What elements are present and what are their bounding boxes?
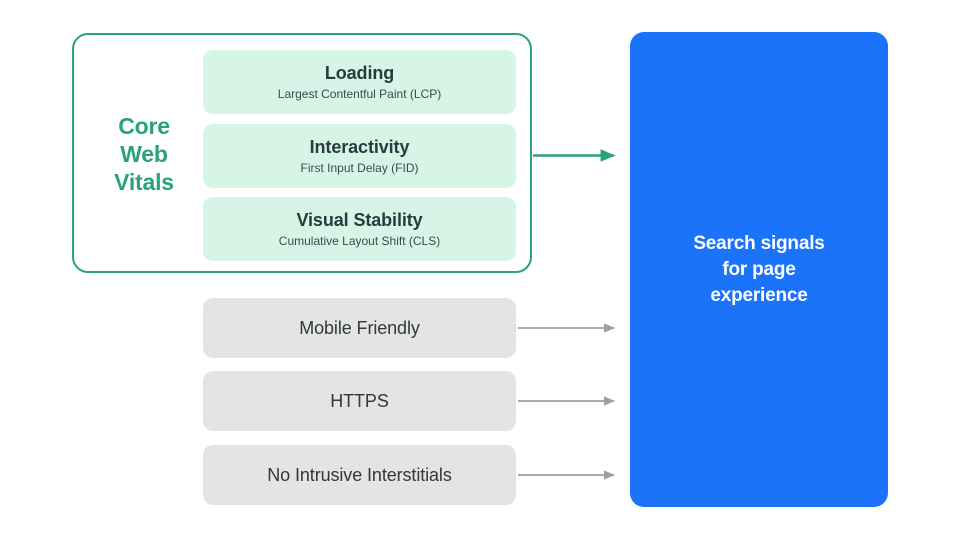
signal-label: Mobile Friendly bbox=[299, 318, 420, 338]
metric-title: Loading bbox=[324, 63, 395, 83]
metric-card-visual-stability: Visual Stability Cumulative Layout Shift… bbox=[203, 197, 516, 261]
search-signals-text: Search signals for page experience bbox=[693, 232, 825, 306]
metric-subtitle: Largest Contentful Paint (LCP) bbox=[277, 87, 442, 101]
metric-subtitle: Cumulative Layout Shift (CLS) bbox=[278, 234, 441, 248]
signal-label: HTTPS bbox=[330, 391, 389, 411]
metric-card-loading: Loading Largest Contentful Paint (LCP) bbox=[203, 50, 516, 114]
core-web-vitals-label-line-1: Core bbox=[118, 113, 170, 139]
search-signals-box: Search signals for page experience bbox=[630, 32, 888, 507]
signal-label: No Intrusive Interstitials bbox=[267, 465, 452, 485]
metric-title: Visual Stability bbox=[296, 210, 423, 230]
metric-title: Interactivity bbox=[309, 137, 410, 157]
metric-subtitle: First Input Delay (FID) bbox=[300, 161, 419, 175]
core-web-vitals-label-line-3: Vitals bbox=[114, 169, 174, 195]
core-web-vitals-group bbox=[72, 33, 532, 273]
signal-card-mobile-friendly: Mobile Friendly bbox=[203, 298, 516, 358]
signal-card-no-intrusive-interstitials: No Intrusive Interstitials bbox=[203, 445, 516, 505]
metric-card-interactivity: Interactivity First Input Delay (FID) bbox=[203, 124, 516, 188]
core-web-vitals-label: Core Web Vitals bbox=[96, 112, 192, 196]
core-web-vitals-label-line-2: Web bbox=[120, 141, 168, 167]
signal-card-https: HTTPS bbox=[203, 371, 516, 431]
